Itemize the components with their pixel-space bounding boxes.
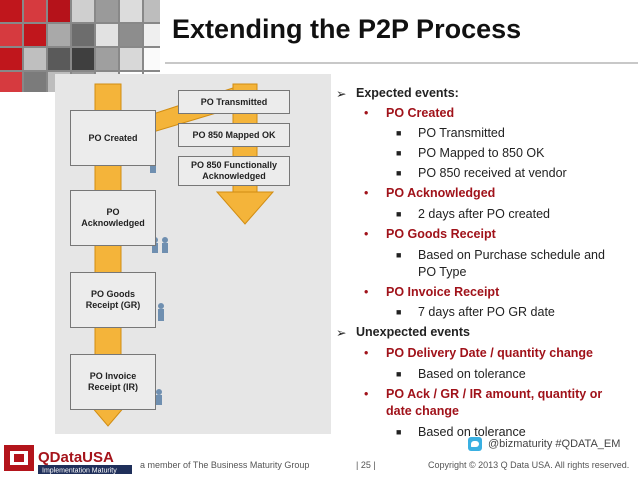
qdatausa-logo: QDataUSA Implementation Maturity	[4, 443, 132, 475]
bullet-item: ■2 days after PO created	[396, 207, 551, 221]
bullet-item: ■7 days after PO GR date	[396, 305, 555, 319]
social-text: @bizmaturity #QDATA_EM	[488, 437, 621, 450]
twitter-icon	[468, 437, 482, 451]
page-number: | 25 |	[356, 460, 376, 470]
diagram-box-po-created: PO Created	[70, 110, 156, 166]
bullet-item: ■PO 850 received at vendor	[396, 166, 567, 180]
title-divider	[165, 62, 638, 64]
diagram-box-po-acknowledged: PO Acknowledged	[70, 190, 156, 246]
bullet-item: •PO Invoice Receipt	[364, 285, 500, 299]
footer-copyright: Copyright © 2013 Q Data USA. All rights …	[428, 460, 630, 470]
diagram-box-po-transmitted: PO Transmitted	[178, 90, 290, 114]
bullet-item: •PO Ack / GR / IR amount, quantity or	[364, 387, 603, 401]
diagram-box-po-invoice-receipt: PO Invoice Receipt (IR)	[70, 354, 156, 410]
bullet-item: ➢Unexpected events	[336, 325, 470, 340]
bullet-item: •PO Goods Receipt	[364, 227, 496, 241]
bullet-item-continuation: PO Type	[418, 265, 467, 279]
social-handles: @bizmaturity #QDATA_EM	[468, 437, 620, 451]
bullet-item: •PO Delivery Date / quantity change	[364, 346, 594, 360]
header-mosaic-image	[0, 0, 160, 92]
bullet-item: ■Based on Purchase schedule and	[396, 248, 605, 262]
side-arrow-head	[215, 191, 275, 225]
bullet-item: •PO Created	[364, 106, 455, 120]
diagram-box-po-850-functionally-acknowledged: PO 850 Functionally Acknowledged	[178, 156, 290, 186]
bullet-item: ■PO Mapped to 850 OK	[396, 146, 545, 160]
logo-tagline: Implementation Maturity	[42, 468, 117, 475]
diagram-box-po-850-mapped: PO 850 Mapped OK	[178, 123, 290, 147]
page-title: Extending the P2P Process	[172, 14, 522, 44]
bullet-item: ➢Expected events:	[336, 86, 459, 101]
bullet-item-continuation: date change	[386, 404, 459, 418]
bullet-item: •PO Acknowledged	[364, 186, 496, 200]
diagram-box-po-goods-receipt: PO Goods Receipt (GR)	[70, 272, 156, 328]
bullet-item: ■Based on tolerance	[396, 367, 526, 381]
bullet-item: ■Based on tolerance	[396, 425, 526, 439]
footer-member-text: a member of The Business Maturity Group	[140, 460, 310, 470]
bullet-item: ■PO Transmitted	[396, 126, 505, 140]
logo-name: QDataUSA	[38, 449, 114, 466]
